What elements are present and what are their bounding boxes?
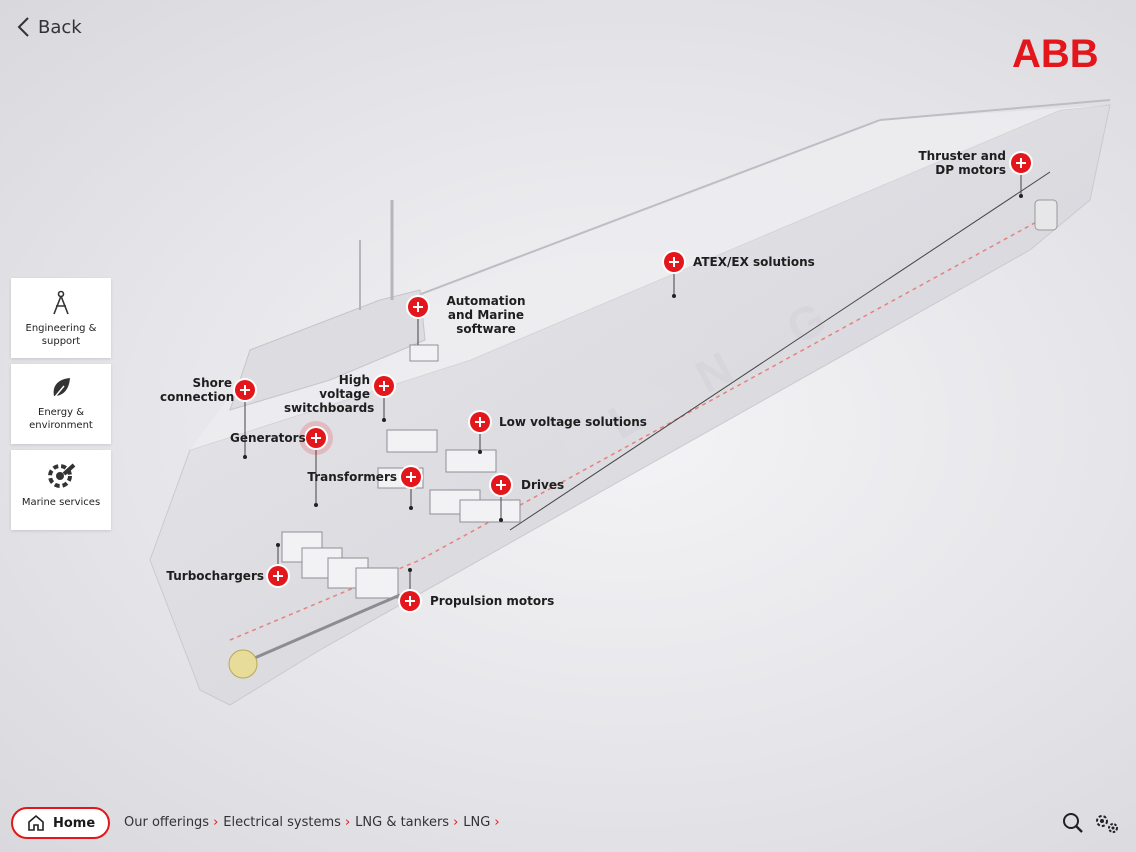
hotspot-lv-label: Low voltage solutions <box>499 415 647 429</box>
hotspot-atex-label: ATEX/EX solutions <box>693 255 815 269</box>
sidebar-item-engineering[interactable]: Engineering & support <box>11 278 111 358</box>
settings-button[interactable] <box>1094 812 1120 838</box>
hotspot-drives-label: Drives <box>521 478 565 492</box>
hotspot-generators-label: Generators <box>230 431 306 445</box>
hotspot-automation-label: Automation and Marine software <box>446 294 526 336</box>
hotspot-transformers-label: Transformers <box>307 470 397 484</box>
hotspot-automation-button[interactable] <box>408 297 428 317</box>
home-label: Home <box>53 815 96 831</box>
hotspot-shore-label: Shore connection <box>160 376 235 404</box>
breadcrumb: Our offerings › Electrical systems › LNG… <box>124 815 505 830</box>
gears-icon <box>1096 815 1118 833</box>
sidebar-item-label: Marine services <box>21 497 101 508</box>
chevron-left-icon <box>17 17 29 37</box>
home-button[interactable]: Home <box>11 807 110 839</box>
breadcrumb-item[interactable]: LNG & tankers <box>355 815 450 830</box>
hotspot-generators-button[interactable] <box>306 428 326 448</box>
chevron-right-icon: › <box>344 815 351 830</box>
breadcrumb-item[interactable]: LNG <box>463 815 491 830</box>
leaf-icon <box>53 378 70 399</box>
home-icon <box>28 814 44 831</box>
sidebar-item-energy[interactable]: Energy & environment <box>11 364 111 444</box>
sidebar-item-label: Energy & environment <box>29 407 93 431</box>
hotspot-turbochargers-label: Turbochargers <box>166 569 264 583</box>
hotspot-propulsion-button[interactable] <box>400 591 420 611</box>
hotspot-atex-button[interactable] <box>664 252 684 272</box>
hotspot-hv-button[interactable] <box>374 376 394 396</box>
compass-icon <box>53 290 69 315</box>
back-label: Back <box>38 16 82 38</box>
hotspot-propulsion-label: Propulsion motors <box>430 594 555 608</box>
abb-logo: ABB <box>1012 32 1102 76</box>
wrench-gear-icon <box>48 463 76 488</box>
svg-text:ABB: ABB <box>1012 34 1099 70</box>
hotspot-transformers-button[interactable] <box>401 467 421 487</box>
hotspot-thruster-label: Thruster and DP motors <box>918 149 1006 177</box>
chevron-right-icon: › <box>453 815 459 830</box>
hotspot-thruster-button[interactable] <box>1011 153 1031 173</box>
hotspot-lv-button[interactable] <box>470 412 490 432</box>
back-button[interactable]: Back <box>16 16 82 38</box>
breadcrumb-item[interactable]: Electrical systems <box>223 815 341 830</box>
hotspot-shore-button[interactable] <box>235 380 255 400</box>
search-icon <box>1063 813 1083 833</box>
hotspot-drives-button[interactable] <box>491 475 511 495</box>
chevron-right-icon: › <box>213 815 219 830</box>
chevron-right-icon: › <box>494 815 500 830</box>
hotspot-hv-label: High voltage switchboards <box>284 373 375 415</box>
breadcrumb-item[interactable]: Our offerings <box>124 815 210 830</box>
hotspot-turbochargers-button[interactable] <box>268 566 288 586</box>
sidebar-item-label: Engineering & support <box>25 323 97 347</box>
search-button[interactable] <box>1062 812 1084 838</box>
sidebar-item-services[interactable]: Marine services <box>11 450 111 530</box>
